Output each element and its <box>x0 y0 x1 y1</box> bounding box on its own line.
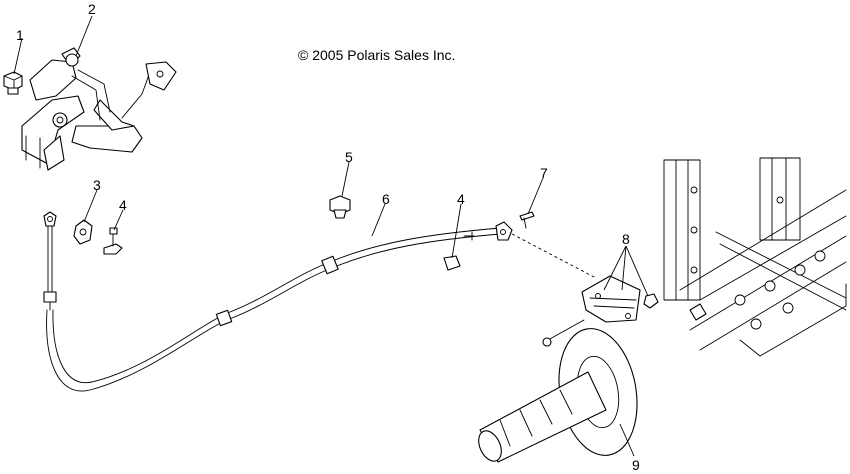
part-9-brake-disc <box>478 328 638 463</box>
leader-lines <box>13 15 649 457</box>
part-7-pin <box>519 211 535 229</box>
callout-4-right: 4 <box>457 191 465 207</box>
part-8-caliper <box>542 275 659 347</box>
callout-5: 5 <box>345 149 353 165</box>
callout-4-left: 4 <box>119 197 127 213</box>
callout-3: 3 <box>93 177 101 193</box>
callout-2: 2 <box>88 1 96 17</box>
part-2-pedal-assembly <box>21 47 177 171</box>
part-6-brake-cable <box>43 211 513 392</box>
assembly-line <box>511 233 597 279</box>
callout-1: 1 <box>16 27 24 43</box>
callout-9: 9 <box>632 457 640 473</box>
part-5-cable-clip <box>329 195 351 219</box>
callout-6: 6 <box>382 191 390 207</box>
part-3-clip <box>73 219 93 245</box>
callout-7: 7 <box>540 165 548 181</box>
part-4-fastener-left <box>103 227 123 255</box>
vehicle-frame <box>663 157 847 357</box>
callout-8: 8 <box>622 231 630 247</box>
callout-labels: 1 2 3 4 4 5 6 7 8 9 <box>16 1 640 473</box>
part-4-fastener-right <box>443 255 461 271</box>
part-1-bolt <box>3 71 23 95</box>
copyright-text: © 2005 Polaris Sales Inc. <box>298 47 455 63</box>
